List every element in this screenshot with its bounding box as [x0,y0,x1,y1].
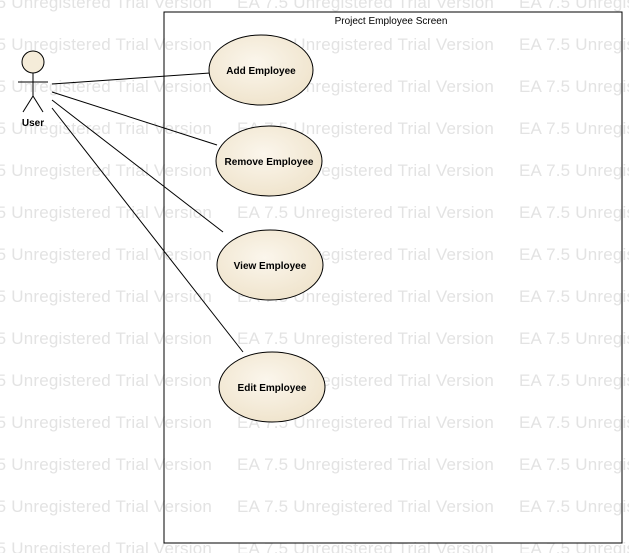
system-boundary[interactable] [163,11,623,544]
use-case-label: Add Employee [226,66,296,77]
associations [51,72,244,353]
actor-left-leg [22,95,34,113]
watermark-text: EA 7.5 Unregistered Trial Version [237,497,495,516]
actor-head [21,50,45,74]
association-view[interactable] [51,99,224,233]
watermark-text: EA 7.5 Unregistered Trial Version [519,77,629,96]
watermark-text: EA 7.5 Unregistered Trial Version [519,455,629,474]
watermark-text: EA 7.5 Unregistered Trial Version [237,413,495,432]
watermark-text: EA 7.5 Unregistered Trial Version [0,245,213,264]
watermark-text: EA 7.5 Unregistered Trial Version [0,203,213,222]
watermark-text: EA 7.5 Unregistered Trial Version [519,119,629,138]
association-remove[interactable] [51,91,218,146]
watermark-text: EA 7.5 Unregistered Trial Version [0,119,213,138]
watermark-text: EA 7.5 Unregistered Trial Version [519,371,629,390]
watermark-text: EA 7.5 Unregistered Trial Version [0,0,213,12]
use-case-label: Edit Employee [238,383,307,394]
watermark-text: EA 7.5 Unregistered Trial Version [237,0,495,12]
actor-label: User [22,118,44,129]
watermark-text: EA 7.5 Unregistered Trial Version [0,77,213,96]
use-case-label: View Employee [234,261,307,272]
use-case-remove-employee[interactable]: Remove Employee [215,125,323,197]
watermark-text: EA 7.5 Unregistered Trial Version [0,287,213,306]
watermark-text: EA 7.5 Unregistered Trial Version [519,413,629,432]
watermark-text: EA 7.5 Unregistered Trial Version [519,161,629,180]
watermark-text: EA 7.5 Unregistered Trial Version [0,539,213,553]
watermark-text: EA 7.5 Unregistered Trial Version [237,329,495,348]
watermark-text: EA 7.5 Unregistered Trial Version [519,497,629,516]
use-case-add-employee[interactable]: Add Employee [208,34,314,106]
watermark-text: EA 7.5 Unregistered Trial Version [519,203,629,222]
use-case-view-employee[interactable]: View Employee [216,229,324,301]
system-title: Project Employee Screen [335,16,448,27]
watermark-text: EA 7.5 Unregistered Trial Version [237,203,495,222]
watermark-text: EA 7.5 Unregistered Trial Version [519,0,629,12]
association-add[interactable] [51,72,211,85]
watermark-text: EA 7.5 Unregistered Trial Version [0,455,213,474]
actor-right-leg [32,95,44,113]
watermark-text: EA 7.5 Unregistered Trial Version [0,161,213,180]
watermark-text: EA 7.5 Unregistered Trial Version [0,413,213,432]
watermark-text: EA 7.5 Unregistered Trial Version [0,497,213,516]
watermark-text: EA 7.5 Unregistered Trial Version [0,35,213,54]
watermark-text: EA 7.5 Unregistered Trial Version [0,329,213,348]
watermark-text: EA 7.5 Unregistered Trial Version [519,329,629,348]
watermark-text: EA 7.5 Unregistered Trial Version [519,245,629,264]
watermark-text: EA 7.5 Unregistered Trial Version [0,371,213,390]
watermark-text: EA 7.5 Unregistered Trial Version [519,287,629,306]
actor-user[interactable]: User [18,50,48,129]
use-case-edit-employee[interactable]: Edit Employee [218,351,326,423]
watermark-text: EA 7.5 Unregistered Trial Version [519,35,629,54]
association-edit[interactable] [51,107,244,353]
watermark-text: EA 7.5 Unregistered Trial Version [237,455,495,474]
use-case-label: Remove Employee [225,157,314,168]
